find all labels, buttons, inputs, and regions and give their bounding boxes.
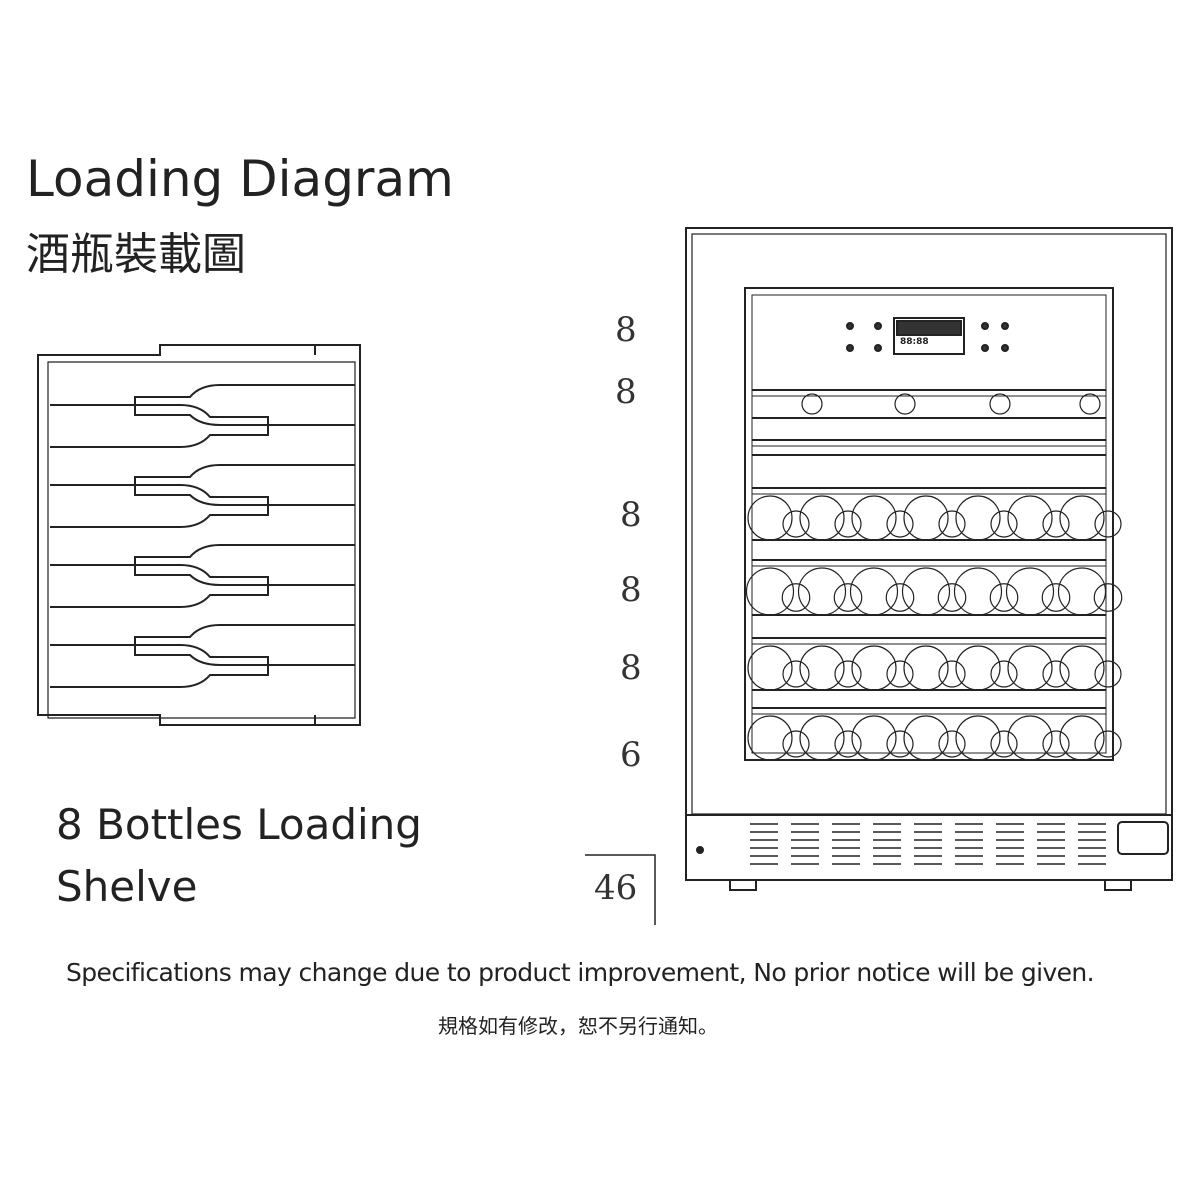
bottle-neck-icon: [938, 730, 966, 758]
control-button-icon: [981, 344, 989, 352]
bottle-neck-icon: [886, 660, 914, 688]
shelf-count-5: 8: [620, 648, 642, 688]
bottle-base-icon: [799, 645, 845, 691]
bottle-neck-icon: [834, 660, 862, 688]
bottle-neck-icon: [990, 660, 1018, 688]
bottle-end-icon: [989, 393, 1011, 415]
control-button-icon: [981, 322, 989, 330]
bottle-base-icon: [903, 495, 949, 541]
bottle-neck-icon: [1094, 660, 1122, 688]
shelf-count-1: 8: [615, 310, 637, 350]
bottle-neck-icon: [782, 730, 810, 758]
bottle-end-icon: [801, 393, 823, 415]
page-title: Loading Diagram: [26, 150, 454, 208]
bottle-pointing-left: [134, 624, 355, 666]
bottle-shelf-drawing: [37, 344, 361, 726]
bottle-neck-icon: [885, 583, 915, 612]
disclaimer-text-chinese: 規格如有修改，恕不另行通知。: [438, 1014, 718, 1038]
control-panel-display: 88:88: [900, 337, 929, 347]
bottle-neck-icon: [834, 510, 862, 538]
bottle-pointing-left: [134, 544, 355, 586]
bottle-base-icon: [851, 495, 897, 541]
bottle-neck-icon: [781, 583, 811, 612]
disclaimer-text: Specifications may change due to product…: [66, 958, 1095, 987]
wine-fridge-drawing: [585, 227, 1173, 925]
bottle-neck-icon: [834, 730, 862, 758]
bottle-neck-icon: [990, 730, 1018, 758]
bottle-pointing-left: [134, 464, 355, 506]
bottle-base-icon: [851, 645, 897, 691]
shelf-caption-line1: 8 Bottles Loading: [56, 800, 422, 849]
bottle-neck-icon: [938, 660, 966, 688]
bottle-base-icon: [1007, 645, 1053, 691]
bottle-pointing-left: [134, 384, 355, 426]
bottle-neck-icon: [990, 510, 1018, 538]
shelf-count-2: 8: [615, 372, 637, 412]
bottle-neck-icon: [1042, 510, 1070, 538]
bottle-base-icon: [1059, 495, 1105, 541]
control-button-icon: [1001, 344, 1009, 352]
bottle-neck-icon: [1093, 583, 1123, 612]
total-bottle-count: 46: [594, 868, 638, 908]
shelf-count-6: 6: [620, 735, 642, 775]
bottle-neck-icon: [937, 583, 967, 612]
bottle-base-icon: [799, 495, 845, 541]
bottle-end-icon: [894, 393, 916, 415]
bottle-end-icon: [1079, 393, 1101, 415]
bottle-neck-icon: [782, 660, 810, 688]
bottle-neck-icon: [782, 510, 810, 538]
control-button-icon: [1001, 322, 1009, 330]
bottle-base-icon: [955, 645, 1001, 691]
bottle-base-icon: [955, 495, 1001, 541]
control-button-icon: [874, 322, 882, 330]
control-button-icon: [846, 322, 854, 330]
bottle-base-icon: [747, 495, 793, 541]
shelf-count-3: 8: [620, 495, 642, 535]
bottle-neck-icon: [1042, 730, 1070, 758]
control-button-icon: [874, 344, 882, 352]
bottle-base-icon: [903, 645, 949, 691]
bottle-base-icon: [747, 645, 793, 691]
bottle-base-icon: [1059, 645, 1105, 691]
bottle-base-icon: [1007, 495, 1053, 541]
control-button-icon: [846, 344, 854, 352]
page-title-chinese: 酒瓶裝載圖: [26, 229, 246, 280]
shelf-count-4: 8: [620, 570, 642, 610]
bottle-neck-icon: [989, 583, 1019, 612]
bottle-neck-icon: [1042, 660, 1070, 688]
bottle-neck-icon: [833, 583, 863, 612]
bottle-neck-icon: [886, 730, 914, 758]
bottle-neck-icon: [1041, 583, 1071, 612]
bottle-neck-icon: [938, 510, 966, 538]
shelf-caption-line2: Shelve: [56, 862, 198, 911]
bottle-neck-icon: [886, 510, 914, 538]
bottle-neck-icon: [1094, 730, 1122, 758]
bottle-neck-icon: [1094, 510, 1122, 538]
